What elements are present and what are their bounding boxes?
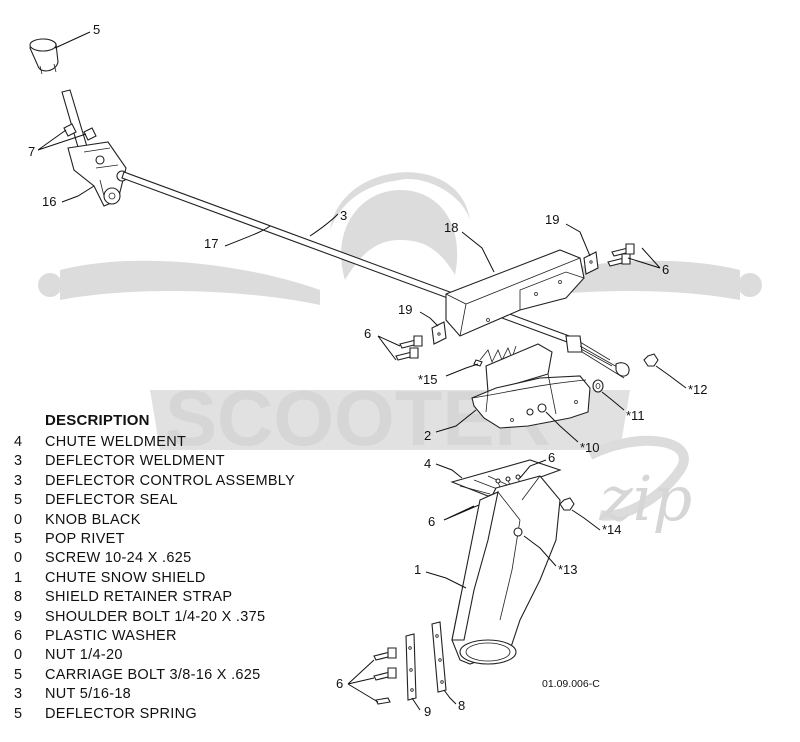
row-qty: 1	[14, 569, 23, 586]
callout-13: *13	[558, 562, 578, 577]
leader-12	[655, 365, 687, 389]
scooter-zip-watermark-logo	[38, 172, 762, 521]
retainer-strap-part-19-right	[583, 251, 599, 275]
row-name: DEFLECTOR WELDMENT	[45, 453, 225, 470]
zip-watermark-text: zip	[599, 462, 692, 535]
leader-19-left	[419, 311, 439, 327]
callout-18: 18	[444, 220, 458, 235]
plastic-washer-part-11	[592, 379, 604, 393]
leader-2	[435, 409, 477, 433]
bolts-part-6-middle	[395, 335, 423, 361]
description-heading: DESCRIPTION	[45, 412, 150, 429]
callout-4: 4	[424, 456, 431, 471]
callout-15: *15	[418, 372, 438, 387]
leader-9	[411, 697, 421, 711]
row-name: NUT 1/4-20	[45, 647, 123, 664]
callout-7: 7	[28, 144, 35, 159]
row-name: PLASTIC WASHER	[45, 628, 177, 644]
deflector-weldment-part-2	[471, 343, 591, 429]
callout-8: 8	[458, 698, 465, 713]
row-name: NUT 5/16-18	[45, 686, 132, 703]
row-qty: 3	[14, 453, 23, 470]
callout-6-middle: 6	[364, 326, 371, 341]
row-qty: 5	[14, 666, 23, 683]
row-qty: 5	[14, 531, 23, 547]
row-name: CARRIAGE BOLT 3/8-16 X .625	[45, 666, 261, 683]
chute-snow-shield-part-1	[451, 475, 561, 665]
callout-6-chute-top: 6	[548, 450, 555, 465]
callout-1: 1	[414, 562, 421, 577]
leader-5	[54, 31, 91, 49]
shield-retainer-strap-part-8	[431, 621, 447, 693]
callout-14: *14	[602, 522, 622, 537]
leader-13	[523, 535, 557, 567]
row-name: SHIELD RETAINER STRAP	[45, 589, 233, 606]
leader-3	[309, 213, 339, 237]
deflector-seal-part-18	[445, 249, 585, 337]
row-qty: 0	[14, 550, 23, 567]
row-qty: 5	[14, 492, 23, 509]
leader-18	[461, 231, 495, 273]
leader-11	[601, 391, 625, 411]
row-name: DEFLECTOR SPRING	[45, 705, 197, 722]
leader-8	[443, 689, 457, 705]
callout-10: *10	[580, 440, 600, 455]
knob-part-5	[29, 38, 59, 75]
nut-part-12	[643, 353, 659, 367]
row-name: POP RIVET	[45, 531, 125, 547]
row-name: DEFLECTOR CONTROL ASSEMBLY	[45, 472, 296, 489]
row-name: KNOB BLACK	[45, 511, 141, 528]
row-qty: 0	[14, 647, 23, 664]
row-qty: 0	[14, 511, 23, 528]
callout-17: 17	[204, 236, 218, 251]
leader-14	[571, 509, 601, 531]
callout-19-left: 19	[398, 302, 412, 317]
bolts-part-6-bottom	[373, 647, 397, 705]
leader-6-chute-top	[519, 459, 547, 479]
callout-6-top-right: 6	[662, 262, 669, 277]
row-name: DEFLECTOR SEAL	[45, 492, 178, 509]
leader-7	[37, 129, 87, 151]
callout-5: 5	[93, 22, 100, 37]
leader-6-bottom	[347, 659, 379, 703]
callout-6-bottom: 6	[336, 676, 343, 691]
callout-16: 16	[42, 194, 56, 209]
leader-1	[425, 571, 467, 589]
row-qty: 5	[14, 705, 23, 722]
row-qty: 3	[14, 472, 23, 489]
drawing-code: 01.09.006-C	[542, 678, 600, 690]
row-name: SCREW 10-24 X .625	[45, 550, 192, 567]
callout-19-right: 19	[545, 212, 559, 227]
nut-part-14	[559, 497, 575, 511]
row-qty: 4	[14, 434, 23, 450]
row-qty: 3	[14, 686, 23, 703]
callout-11: *11	[626, 408, 645, 423]
control-handle-part-16	[61, 89, 128, 207]
leader-6-top-right	[627, 247, 661, 269]
leader-16	[61, 185, 95, 203]
retainer-strap-part-19-left	[431, 321, 447, 345]
leader-6-middle	[377, 335, 401, 361]
bolts-part-6-top-right	[607, 243, 635, 267]
row-name: CHUTE WELDMENT	[45, 434, 187, 450]
callout-6-chute-left: 6	[428, 514, 435, 529]
leader-4	[435, 463, 463, 479]
shoulder-bolt-strap-part-9	[405, 633, 417, 701]
leader-10	[545, 411, 579, 443]
callout-2: 2	[424, 428, 431, 443]
row-qty: 6	[14, 628, 23, 644]
leader-15	[445, 363, 479, 377]
row-name: SHOULDER BOLT 1/4-20 X .375	[45, 608, 266, 625]
row-name: CHUTE SNOW SHIELD	[45, 569, 206, 586]
callout-9: 9	[424, 704, 431, 719]
row-qty: 8	[14, 589, 23, 606]
row-qty: 9	[14, 608, 23, 625]
callout-12: *12	[688, 382, 708, 397]
leader-17	[224, 225, 271, 247]
leader-19-right	[565, 223, 591, 257]
callout-3: 3	[340, 208, 347, 223]
